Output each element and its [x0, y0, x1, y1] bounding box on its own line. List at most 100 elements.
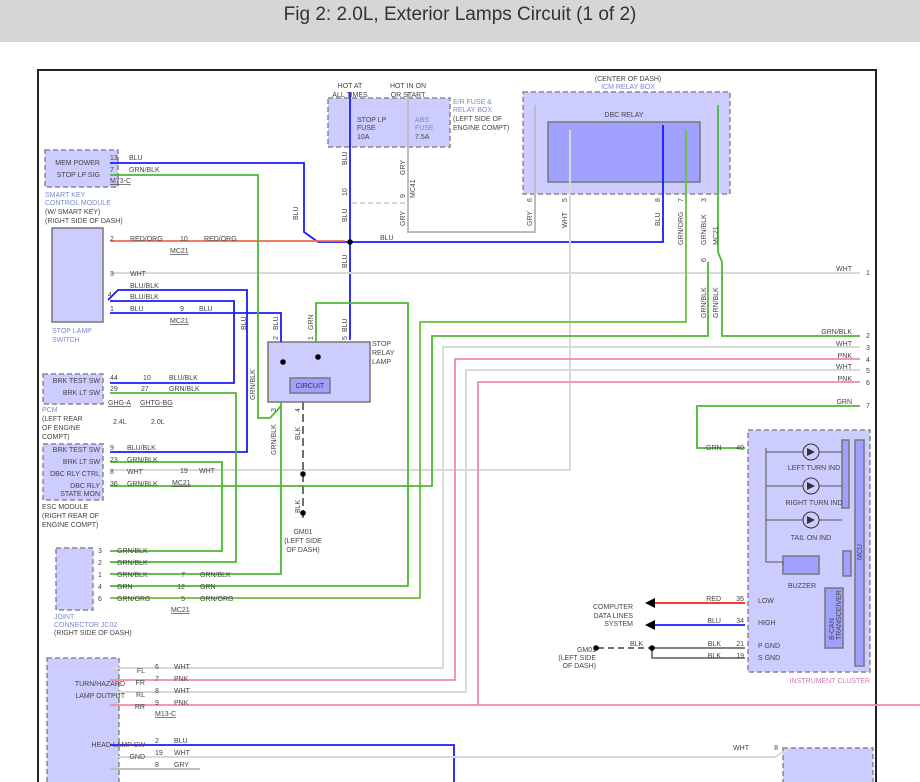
label-stop-lamp-switch-pins-4-num: 1 [110, 306, 114, 313]
label-continuations-5-wire: PNK [838, 376, 853, 383]
label-pcm-pins-0-wire: BLU/BLK [169, 375, 198, 382]
label-turn-hazard-pins-0-num: 6 [155, 664, 159, 671]
label-smart-key-pins-0-wire: BLU [129, 155, 143, 162]
label-instrument-cluster-mcu: MCU [857, 544, 864, 560]
label-stop-lamp-switch-connector: MC21 [170, 318, 189, 325]
junction-dot [649, 645, 655, 651]
label-icm-relay-box-pins-2: 8 [655, 198, 662, 202]
wire-grn-org [110, 130, 687, 599]
label-instrument-cluster-name: INSTRUMENT CLUSTER [790, 678, 870, 685]
label-instrument-cluster-pins-3-label: P GND [758, 643, 780, 650]
label-pcm-pins-1-num: 29 [110, 386, 118, 393]
label-wire-labels-grnblk: GRN/BLK [701, 214, 708, 245]
arrow-left-icon [645, 620, 655, 630]
label-esc-module-location-1: ENGINE COMPT) [42, 522, 98, 529]
label-wire-labels-gry: GRY [400, 211, 407, 226]
label-turn-hazard-head-lamp-0-num: 2 [155, 738, 159, 745]
label-turn-hazard-pins-3-num: 9 [155, 700, 159, 707]
label-turn-hazard-pins-0-label: FL [137, 668, 145, 675]
wire-brk-test-esc [107, 289, 248, 453]
label-stop-relay-pins-3-num: 3 [271, 408, 278, 412]
label-pcm-connectors-0-name: GHG-A [108, 400, 131, 407]
label-instrument-cluster-ground-location-1: OF DASH) [563, 663, 596, 670]
label-instrument-cluster-data-lines-0: COMPUTER [593, 604, 633, 611]
label-continuations-0-num: 1 [866, 270, 870, 277]
label-stop-relay-pins-1-wire: GRN [308, 314, 315, 330]
junction-dot [593, 645, 599, 651]
wire-stop-lp-sig [110, 174, 282, 419]
label-ground-gm01-name: GM01 [293, 529, 312, 536]
label-fuse-box-abs-fuse-1: FUSE [415, 125, 434, 132]
label-continuations-3-num: 4 [866, 357, 870, 364]
label-joint-connector-connector: MC21 [171, 607, 190, 614]
label-stop-lamp-switch-mc21-1-num: 9 [180, 306, 184, 313]
label-continuations-2-num: 3 [866, 345, 870, 352]
label-instrument-cluster-data-lines-2: SYSTEM [604, 621, 633, 628]
label-instrument-cluster-ground-wire: BLK [630, 641, 644, 648]
label-icm-relay-box-name: ICM RELAY BOX [601, 84, 655, 91]
label-fuse-box-connector: MC41 [410, 179, 417, 198]
label-turn-hazard-pins-1-num: 7 [155, 676, 159, 683]
label-esc-module-pins-1-wire: GRN/BLK [127, 457, 158, 464]
label-icm-relay-box-mc21-pin: 6 [701, 258, 708, 262]
junction-dot [347, 239, 353, 245]
label-joint-connector-pins-4-num: 6 [98, 596, 102, 603]
wire-cont-2 [717, 105, 860, 337]
label-stop-lamp-switch-mc21-0-wire: RED/ORG [204, 236, 237, 243]
label-joint-connector-pins-3-num: 4 [98, 584, 102, 591]
label-joint-connector-mc21-0-wire: GRN/BLK [200, 572, 231, 579]
wire-head-lamp [110, 744, 455, 782]
fuse-box [327, 97, 451, 148]
label-instrument-cluster-pins-2-wire: BLU [707, 618, 721, 625]
turn-hazard-module [46, 657, 120, 782]
label-stop-lamp-switch-mc21-1-wire: BLU [199, 306, 213, 313]
indicator-bus [841, 439, 850, 509]
led-icon [807, 516, 815, 524]
stop-lamp-switch [51, 227, 104, 323]
label-fuse-box-location-1: ENGINE COMPT) [453, 125, 509, 132]
label-wire-labels-gry: GRY [527, 211, 534, 226]
label-turn-hazard-head-lamp-2-wire: GRY [174, 762, 189, 769]
label-instrument-cluster-pins-1-num: 35 [736, 596, 744, 603]
wire-cont-4 [110, 358, 860, 681]
label-wire-labels-blu: BLU [342, 151, 349, 165]
label-esc-module-pins-0-label: BRK TEST SW [53, 447, 101, 454]
label-esc-module-pins-0-wire: BLU/BLK [127, 445, 156, 452]
label-fuse-box-pins-0: 10 [342, 188, 349, 196]
label-wire-labels-blu: BLU [293, 206, 300, 220]
label-esc-module-name: ESC MODULE [42, 504, 89, 511]
esc-module [42, 443, 104, 501]
label-wire-labels-grnblk: GRN/BLK [250, 369, 257, 400]
label-smart-key-connector: M73-C [110, 178, 131, 185]
label-stop-relay-pins-0-wire: BLU [273, 316, 280, 330]
label-stop-lamp-switch-mc21-0-num: 10 [180, 236, 188, 243]
label-instrument-cluster-ground-location-0: (LEFT SIDE [558, 655, 596, 662]
wire-jc02-1 [110, 402, 282, 575]
label-instrument-cluster-transceiver-0: B-CAN [829, 618, 836, 640]
label-continuations-2-wire: WHT [836, 341, 853, 348]
label-instrument-cluster-indicators-0: LEFT TURN IND [788, 465, 840, 472]
wire-brk-test-pcm [110, 300, 235, 384]
wire-cont-5 [110, 369, 860, 693]
label-stop-relay-name-2: LAMP [372, 359, 391, 366]
label-esc-module-pins-0-num: 9 [110, 445, 114, 452]
smart-key-module [44, 149, 119, 188]
label-smart-key-pins-0-label: MEM POWER [55, 160, 100, 167]
label-pcm-connectors-1-engine: 2.0L [151, 419, 165, 426]
label-smart-key-location-0: (W/ SMART KEY) [45, 209, 100, 216]
buzzer-driver [842, 550, 852, 577]
label-turn-hazard-pins-0-wire: WHT [174, 664, 191, 671]
wire-cont-3 [110, 346, 860, 669]
label-esc-module-pins-2-label: DBC RLY CTRL [50, 471, 100, 478]
label-turn-hazard-pins-1-label: FR [136, 680, 145, 687]
joint-connector [55, 547, 94, 611]
label-fuse-box-name-0: E/R FUSE & [453, 99, 492, 106]
label-esc-module-pins-2-num: 8 [110, 469, 114, 476]
label-stop-lamp-switch-pins-1-num: 3 [110, 271, 114, 278]
wire-pcm-brk-lt [110, 392, 237, 563]
page-title: Fig 2: 2.0L, Exterior Lamps Circuit (1 o… [283, 4, 637, 25]
label-esc-module-pins-1-num: 23 [110, 457, 118, 464]
label-instrument-cluster-ground-name: GM01 [577, 647, 596, 654]
wire-dbc-rly-ctrl [110, 130, 571, 471]
label-fuse-box-hot-in-on-1: OR START [391, 92, 426, 99]
